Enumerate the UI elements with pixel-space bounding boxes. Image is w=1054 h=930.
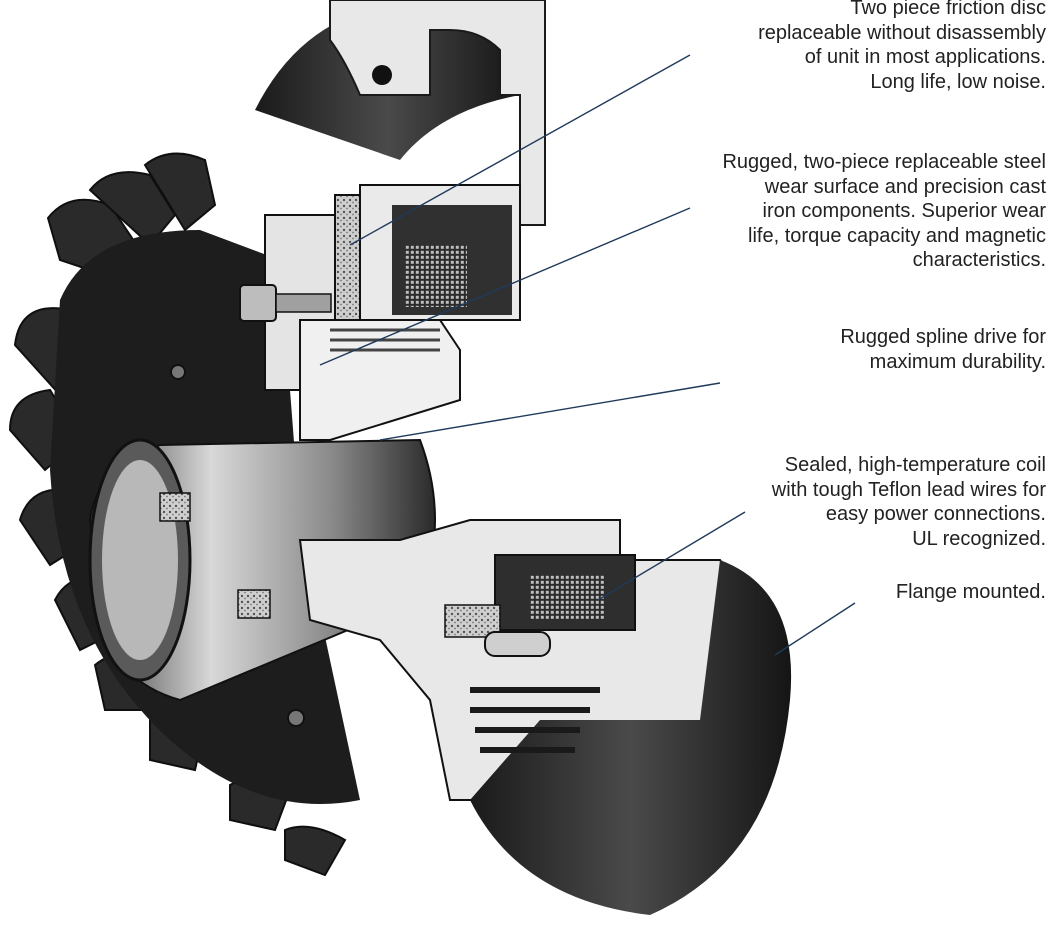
callout-line: easy power connections.	[825, 503, 1046, 525]
callout-coil: Sealed, high-temperature coil with tough…	[772, 453, 1046, 551]
hub-bolt-lower	[287, 709, 305, 727]
friction-disc-lower	[444, 604, 501, 638]
callout-flange: Flange mounted.	[896, 580, 1046, 605]
callout-line: Rugged spline drive for	[840, 326, 1046, 348]
callout-friction-disc: Two piece friction disc replaceable with…	[758, 0, 1046, 94]
set-screw-upper	[159, 492, 191, 522]
callout-line: characteristics.	[912, 249, 1046, 271]
leader-spline-drive	[379, 382, 721, 441]
lower-plates	[470, 687, 600, 753]
callout-line: of unit in most applications.	[804, 46, 1046, 68]
upper-housing-section	[329, 0, 546, 226]
leader-flange	[774, 602, 856, 656]
spring-lower	[484, 631, 551, 657]
leader-wear-surface	[319, 207, 691, 366]
callout-line: Two piece friction disc	[850, 0, 1046, 19]
callout-line: iron components. Superior wear	[762, 200, 1046, 222]
bolt-shank	[275, 293, 332, 313]
callout-line: wear surface and precision cast	[764, 175, 1046, 198]
callout-wear-surface: Rugged, two-piece replaceable steel wear…	[722, 150, 1046, 273]
lower-housing-drum	[470, 560, 792, 915]
callout-line: Rugged, two-piece replaceable steel	[722, 151, 1046, 173]
spline-grooves	[330, 328, 440, 352]
callout-line: replaceable without disassembly	[758, 21, 1046, 44]
hub-bolt-upper	[170, 364, 186, 380]
spline-hub	[299, 319, 461, 441]
bolt-head	[239, 284, 277, 322]
coil-winding-upper	[405, 245, 467, 307]
housing-hole	[372, 65, 392, 85]
callout-line: Flange mounted.	[895, 581, 1046, 603]
callout-line: UL recognized.	[912, 527, 1046, 550]
callout-line: life, torque capacity and magnetic	[748, 224, 1046, 247]
callout-spline-drive: Rugged spline drive for maximum durabili…	[840, 325, 1046, 374]
set-screw-lower	[237, 589, 271, 619]
coil-winding-lower	[530, 575, 605, 620]
callout-line: maximum durability.	[869, 350, 1046, 373]
callout-line: Sealed, high-temperature coil	[784, 454, 1046, 476]
friction-disc-upper	[334, 194, 361, 326]
leader-lines	[319, 54, 856, 656]
callout-line: with tough Teflon lead wires for	[771, 478, 1046, 501]
leader-friction-disc	[349, 54, 691, 246]
callout-line: Long life, low noise.	[870, 70, 1046, 93]
leader-coil	[597, 511, 746, 601]
